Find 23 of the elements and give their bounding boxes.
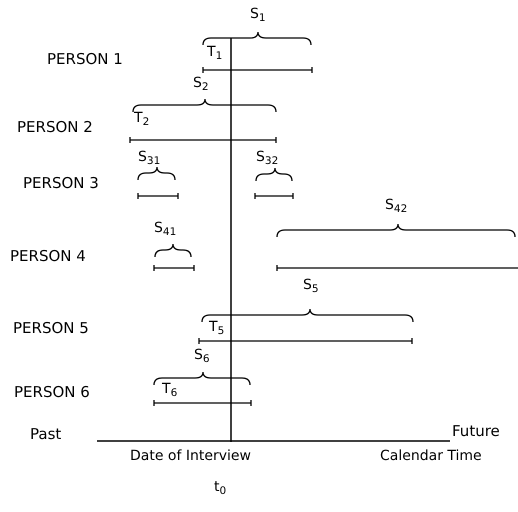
interval-symbol: S$_{2}$ [193,76,209,90]
axis-label: PERSON 2 [17,120,93,135]
axis-label: Date of Interview [130,449,251,463]
interval-symbol: T$_{2}$ [134,111,150,125]
interval-symbol: t$_{0}$ [214,480,226,494]
axis-label: PERSON 3 [23,176,99,191]
interval-symbol: S$_{41}$ [154,221,176,235]
interval-symbol: T$_{1}$ [207,45,222,59]
interval-symbol: S$_{5}$ [303,278,319,292]
interval-symbol: S$_{1}$ [250,7,266,21]
axis-label: PERSON 1 [47,52,123,67]
interval-symbol: T$_{5}$ [209,320,224,334]
interval-symbol: S$_{31}$ [138,150,160,164]
axis-label: PERSON 6 [14,385,90,400]
axis-label: Past [30,427,62,442]
axis-label: PERSON 5 [13,321,89,336]
interval-symbol: S$_{32}$ [256,150,278,164]
axis-label: Calendar Time [380,449,482,463]
axis-label: PERSON 4 [10,249,86,264]
axis-label: Future [452,424,500,439]
interval-symbol: S$_{6}$ [194,348,210,362]
interval-symbol: T$_{6}$ [162,382,178,396]
interval-symbol: S$_{42}$ [385,198,408,212]
